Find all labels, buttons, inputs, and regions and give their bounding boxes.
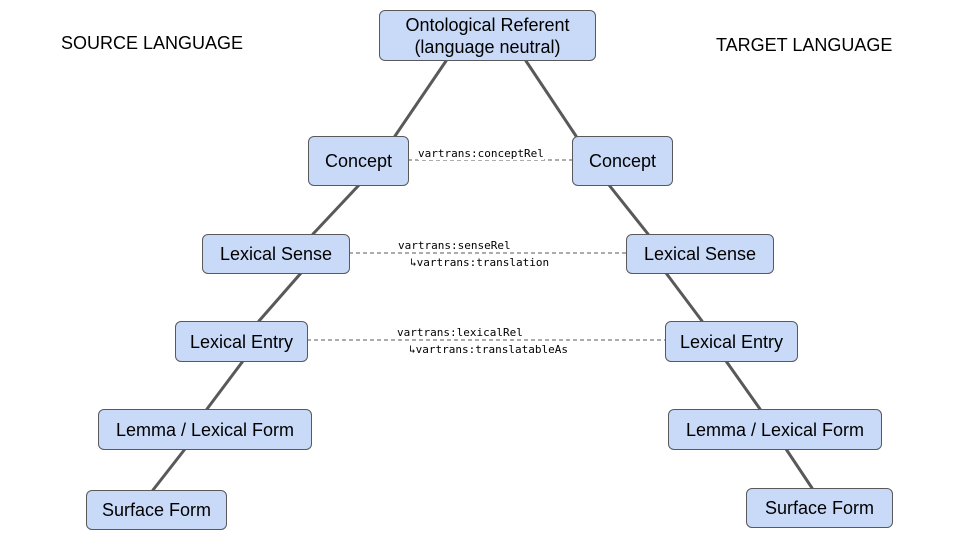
source-lemma-node: Lemma / Lexical Form: [98, 409, 312, 450]
source-lexical-entry-node: Lexical Entry: [175, 321, 308, 362]
target-language-heading: TARGET LANGUAGE: [716, 35, 893, 55]
link-target-entry-lemma: [724, 359, 762, 411]
link-source-sense-entry: [257, 271, 303, 323]
target-concept-node: Concept: [572, 136, 673, 186]
lexical-relation-label: vartrans:lexicalRel: [397, 326, 523, 339]
ontological-referent-subtitle: (language neutral): [414, 36, 561, 57]
sense-translation-label: ↳vartrans:translation: [410, 256, 550, 269]
target-lemma-node: Lemma / Lexical Form: [668, 409, 882, 450]
link-source-lemma-surface: [151, 447, 187, 492]
ontological-referent-title: Ontological Referent: [405, 14, 570, 35]
target-surface-form-node: Surface Form: [746, 488, 893, 528]
source-concept-node: Concept: [308, 136, 409, 186]
link-source-concept-sense: [311, 183, 361, 236]
sense-relation-label: vartrans:senseRel: [398, 239, 511, 252]
link-target-concept-sense: [607, 183, 650, 236]
target-lexical-entry-node: Lexical Entry: [665, 321, 798, 362]
concept-relation-label: vartrans:conceptRel: [418, 147, 544, 160]
ontological-referent-node: Ontological Referent (language neutral): [379, 10, 596, 61]
source-language-heading: SOURCE LANGUAGE: [61, 33, 244, 53]
link-target-lemma-surface: [784, 447, 814, 490]
link-target-sense-entry: [664, 271, 704, 323]
lexical-translatable-label: ↳vartrans:translatableAs: [409, 343, 568, 356]
link-top-target-concept: [524, 59, 578, 138]
link-top-source-concept: [393, 59, 448, 138]
link-source-entry-lemma: [205, 359, 245, 411]
source-lexical-sense-node: Lexical Sense: [202, 234, 350, 274]
source-surface-form-node: Surface Form: [86, 490, 227, 530]
target-lexical-sense-node: Lexical Sense: [626, 234, 774, 274]
